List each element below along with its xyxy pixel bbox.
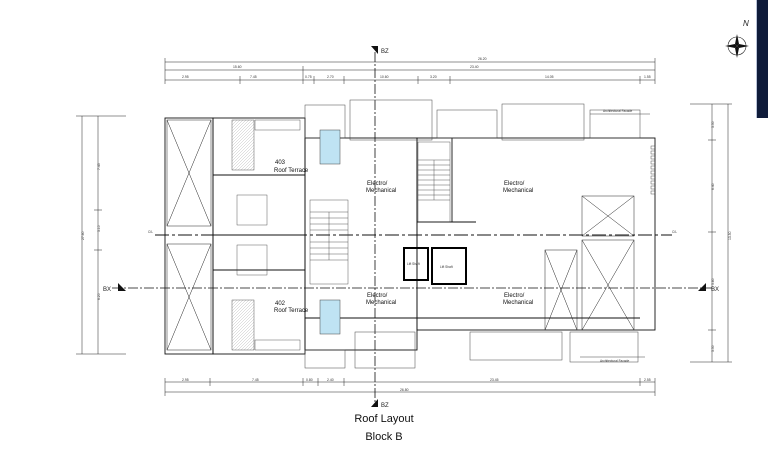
centre-label-left: C/L — [148, 230, 153, 234]
north-compass-icon — [725, 34, 749, 58]
room-electro-mechanical-4: Electro/ Mechanical — [503, 293, 533, 306]
room-label-line: Electro/ — [367, 181, 388, 187]
dim-bottom-3: 2.40 — [327, 378, 334, 382]
facade-frames — [304, 99, 650, 369]
dim-top-row2-3: 2.70 — [327, 75, 334, 79]
room-label-line: Mechanical — [366, 188, 396, 194]
room-label-line: Electro/ — [367, 293, 388, 299]
right-dimension-chain — [690, 103, 732, 363]
section-label-bx-left: BX — [103, 287, 111, 293]
dim-bottom-4: 23.45 — [490, 378, 499, 382]
lift-shaft-label-1: Lift Shaft — [407, 262, 420, 266]
room-label-line: Electro/ — [504, 181, 525, 187]
north-label: N — [743, 19, 749, 28]
louvre-vents — [650, 145, 656, 195]
centre-label-right: C/L — [672, 230, 677, 234]
room-label-line: Mechanical — [503, 188, 533, 194]
top-dimension-chain — [164, 58, 656, 84]
dim-top-row2-4: 10.60 — [380, 75, 389, 79]
dim-top-row2-5: 3.20 — [430, 75, 437, 79]
dim-bottom-2: 0.80 — [306, 378, 313, 382]
lift-shaft-label-2: Lift Shaft — [440, 265, 453, 269]
pool-top — [319, 129, 341, 165]
dim-top-row2-1: 7.45 — [250, 75, 257, 79]
room-electro-mechanical-1: Electro/ Mechanical — [366, 181, 396, 194]
section-label-bx-right: BX — [711, 287, 719, 293]
dim-bottom-5: 2.55 — [644, 378, 651, 382]
section-line-bx — [112, 283, 712, 291]
dim-right-4: 3.50 — [711, 345, 715, 352]
lift-shafts — [403, 247, 467, 285]
section-label-bz-bottom: BZ — [381, 403, 389, 409]
room-electro-mechanical-3: Electro/ Mechanical — [366, 293, 396, 306]
bottom-dimension-chain — [164, 378, 656, 396]
dim-top-row2-7: 1.55 — [644, 75, 651, 79]
dim-right-1: 3.50 — [711, 121, 715, 128]
unit-number-403: 403 — [275, 160, 286, 166]
unit-number-402: 402 — [275, 301, 286, 307]
dim-overall-bottom: 26.80 — [400, 388, 409, 392]
dim-top-row2-6: 14.05 — [545, 75, 554, 79]
dim-right-3: 5.80 — [711, 278, 715, 285]
unit-label-403: Roof Terrace — [274, 168, 309, 174]
unit-label-402: Roof Terrace — [274, 308, 309, 314]
drawing-subtitle: Block B — [365, 431, 403, 443]
dim-right-overall: 13.50 — [728, 231, 732, 240]
stair-core-left — [309, 199, 349, 285]
dim-bottom-0: 2.95 — [182, 378, 189, 382]
dim-left-1: 7.45 — [97, 163, 101, 170]
room-label-line: Mechanical — [503, 300, 533, 306]
dim-bottom-1: 7.45 — [252, 378, 259, 382]
dim-left-3: 6.20 — [97, 293, 101, 300]
dim-top-row1-b: 23.40 — [470, 65, 479, 69]
dim-top-row1-a: 15.60 — [233, 65, 242, 69]
terrace-steps — [231, 119, 301, 351]
section-line-bz — [371, 46, 378, 407]
room-electro-mechanical-2: Electro/ Mechanical — [503, 181, 533, 194]
dim-left-2: 3.10 — [97, 225, 101, 232]
dim-top-row2-2: 0.75 — [305, 75, 312, 79]
room-label-line: Electro/ — [504, 293, 525, 299]
drawing-title: Roof Layout — [354, 413, 414, 425]
void-bays — [166, 119, 635, 351]
side-panel-edge — [756, 0, 768, 118]
facade-label-top: Architectural Facade — [603, 109, 632, 113]
dim-right-2: 6.40 — [711, 183, 715, 190]
facade-label-bottom: Architectural Facade — [600, 359, 629, 363]
dim-left-overall: 27.60 — [81, 231, 85, 240]
dim-overall-top: 26.20 — [478, 57, 487, 61]
left-dimension-chain — [76, 115, 126, 355]
room-label-line: Mechanical — [366, 300, 396, 306]
stair-core-top — [417, 141, 451, 223]
section-label-bz-top: BZ — [381, 49, 389, 55]
pool-bottom — [319, 299, 341, 335]
dim-top-row2-0: 2.95 — [182, 75, 189, 79]
